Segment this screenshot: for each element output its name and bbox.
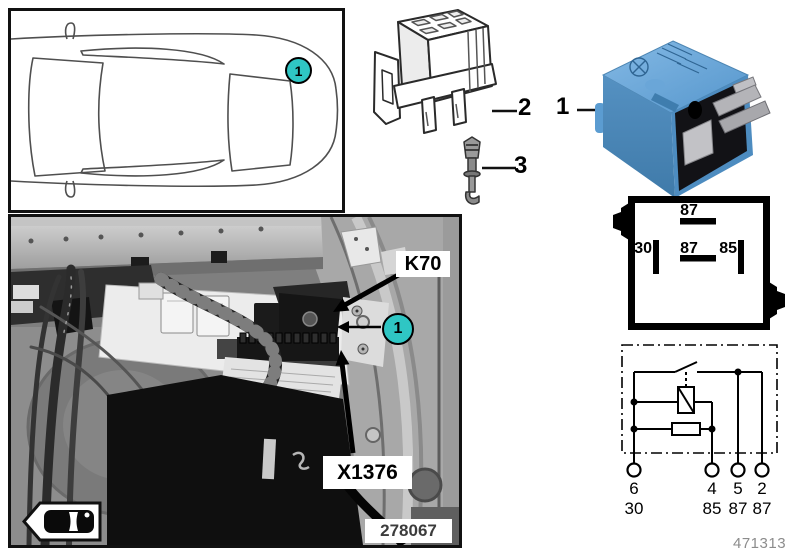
pin-bar-85 [738,240,744,274]
schematic-pin-label: 5 [733,479,742,498]
location-photo-panel: K70 1 X1376 278067 [8,214,462,552]
car-rear-window [227,73,294,172]
socket-leg-left [421,96,437,134]
relay-body [595,40,771,198]
switch-contact [674,361,698,373]
relay-circuit-schematic: 6 4 5 2 30 85 87 87 [621,344,778,518]
legend-item-socket[interactable]: 2 [518,94,532,121]
schematic-pin-label: 2 [757,479,766,498]
parts-line-art [373,9,602,205]
callout-arrowhead [337,321,349,333]
trunk-photo [11,214,459,552]
schematic-terminal-label: 87 [729,499,748,518]
pin-bar-30 [653,240,659,274]
trunk-carpet [107,375,363,545]
sill-rail [11,217,323,269]
direction-of-travel-icon [22,501,102,542]
car-location-panel: 1 [8,8,345,213]
car-body-outline [10,32,339,188]
pin-bar-87-top [680,218,716,225]
car-mirror-left [64,22,76,40]
relay-blade-terminal [718,100,771,134]
car-side-window-bottom [80,159,225,177]
relay-blade-terminal [712,84,762,117]
resistor-symbol [671,422,701,436]
pinout-key-right [769,282,785,319]
relay-photo [595,40,771,198]
schematic-boundary [621,344,778,454]
schematic-pin-label: 6 [629,479,638,498]
socket-lower-band [393,63,497,109]
car-location-hotspot[interactable]: 1 [285,57,312,84]
drawing-number: 471313 [733,535,787,552]
relay-marking-lines [656,43,708,74]
car-side-window-top [80,47,225,65]
bmw-roundel-icon [629,57,649,77]
schematic-pin-label: 4 [707,479,716,498]
car-location-callout-label: 1 [294,62,303,79]
pin-bar-87-mid [680,255,716,262]
socket-leg-right [451,88,467,126]
schematic-terminal-label: 87 [753,499,772,518]
relay-code-label: K70 [396,251,450,277]
car-windshield [27,57,106,177]
car-top-view-drawing [10,22,339,198]
terminal-circle-2 [754,462,770,478]
connector-code-label: X1376 [323,456,412,489]
photo-id-label: 278067 [365,519,452,543]
terminal-circle-4 [704,462,720,478]
pinout-key-left [613,203,629,240]
photo-callout-hotspot[interactable]: 1 [382,313,414,345]
relay-pinout-diagram: 87 30 87 85 [613,196,785,330]
relay-blade-terminal [732,76,757,94]
car-mirror-right [64,180,76,198]
terminal-circle-5 [730,462,746,478]
photo-callout-label: 1 [393,320,403,337]
schematic-terminal-label: 85 [703,499,722,518]
legend-item-terminal[interactable]: 3 [514,152,528,179]
legend-item-relay[interactable]: 1 [556,93,570,120]
k70-arrowhead [333,298,350,312]
terminal-pin-drawing [463,136,481,205]
socket-left-bracket-slot [381,69,394,105]
annotation-arrows [333,266,411,454]
pin-label-30: 30 [634,240,652,257]
schematic-terminal-label: 30 [625,499,644,518]
relay-socket-drawing [373,9,497,134]
x1376-arrowhead [335,350,350,366]
pin-label-87-top: 87 [680,202,698,219]
terminal-circle-6 [626,462,642,478]
pin-label-85: 85 [719,240,737,257]
pin-label-87-mid: 87 [680,240,698,257]
relay-side-clip [595,103,605,133]
